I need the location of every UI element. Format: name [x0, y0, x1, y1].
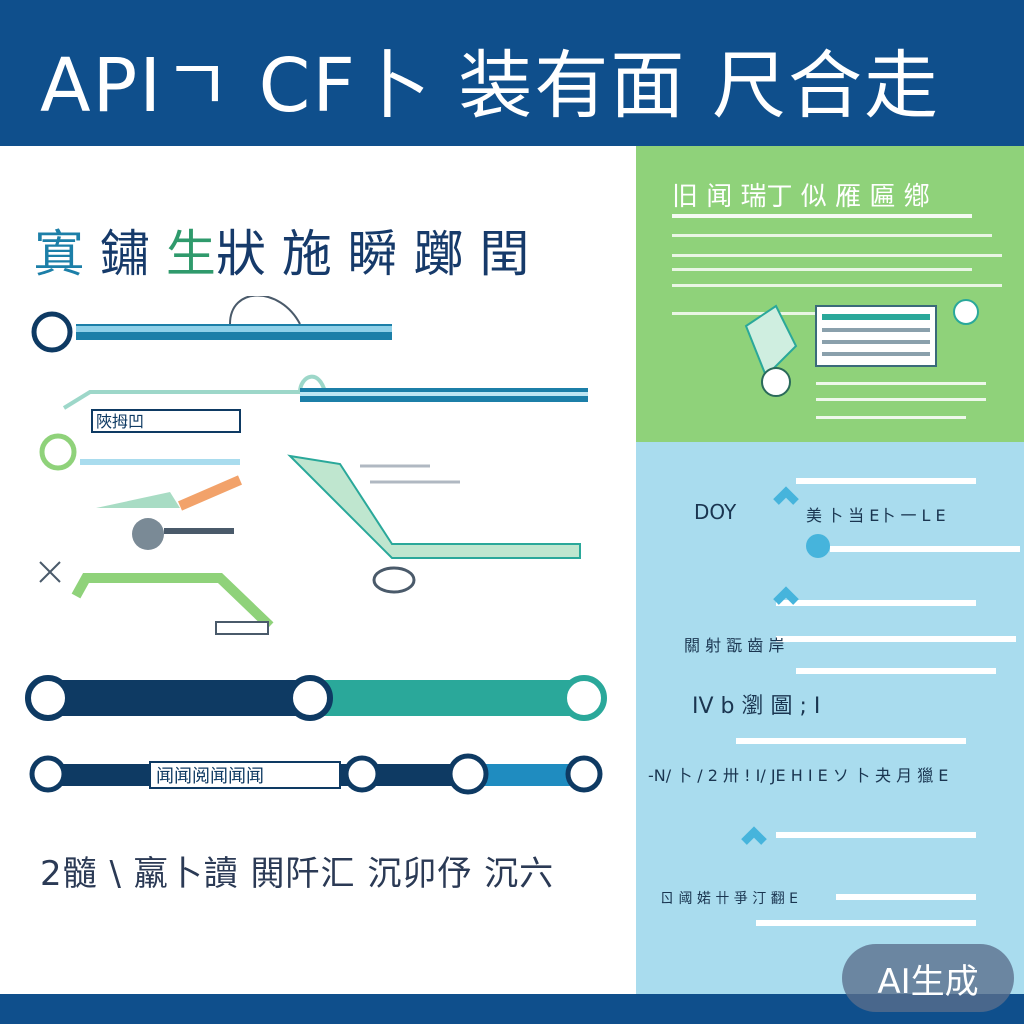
label-box [91, 409, 241, 433]
left-heading: 寘 鏽 生狀 施 瞬 躑 閏 [34, 214, 529, 286]
list-item-trailing: 美 卜 当 E卜 一 L E [806, 506, 946, 525]
list-item-label: 關 射 翫 齒 岸 [684, 636, 785, 655]
heading-part-3: 生 [165, 225, 216, 283]
list-item-label: IV b 瀏 圖 ; I [692, 694, 821, 719]
diagonal-connector [287, 454, 581, 559]
timeline-node-icon [565, 755, 603, 793]
right-top-panel: 旧 闻 瑞丁 似 雁 匾 鄕 [636, 146, 1024, 442]
timeline-node-icon [31, 311, 73, 353]
green-wedge [96, 492, 180, 508]
right-bottom-decor [736, 478, 1020, 926]
timeline-node-icon [447, 753, 489, 795]
label-box-text: 陜拇凹 [96, 412, 144, 431]
timeline-node-icon [39, 433, 77, 471]
timeline-node-icon [25, 675, 71, 721]
right-top-illustration [672, 214, 1002, 419]
timeline-diagram: 陜拇凹 闻闻阅闻闻闻 [25, 296, 607, 795]
timeline-node-icon [29, 755, 67, 793]
timeline-bar-teal [474, 764, 594, 786]
curve-connector [62, 374, 328, 410]
heading-part-2: 鏽 [99, 225, 166, 283]
right-top-title: 旧 闻 瑞丁 似 雁 匾 鄕 [672, 182, 930, 212]
timeline-node-icon [561, 675, 607, 721]
timeline-node-icon [343, 755, 381, 793]
list-item-label: -N/ 卜 / 2 卅 ! I/ JE H I E ソ 卜 夬 月 獵 E [648, 766, 949, 785]
step-connector [71, 573, 274, 630]
left-footer-text: 2髓 \ 羸卜讀 閧阡汇 沉卯伃 沉六 [40, 854, 555, 894]
heading-part-1: 寘 [34, 225, 100, 283]
heading-part-4: 狀 施 瞬 躑 閏 [215, 225, 530, 283]
timeline-bar-navy [34, 680, 314, 716]
list-item-label: ㄖ 阈 婼 卄 爭 汀 翻 E [660, 891, 798, 907]
list-item-label: DOY [694, 500, 737, 524]
row-label-text: 闻闻阅闻闻闻 [156, 766, 264, 787]
timeline-node-icon [287, 675, 333, 721]
ai-generated-badge: AI生成 [842, 944, 1014, 1012]
left-panel: 寘 鏽 生狀 施 瞬 躑 閏 陜拇凹 [0, 146, 636, 994]
curve-connector [229, 296, 301, 325]
right-bottom-panel: DOY 美 卜 当 E卜 一 L E 關 射 翫 齒 岸 IV b 瀏 圖 ; … [636, 442, 1024, 994]
page-title: APIㄱ CF卜 装有面 尺合走 [40, 43, 940, 129]
header-banner: APIㄱ CF卜 装有面 尺合走 [0, 0, 1024, 146]
timeline-bar-teal [310, 680, 590, 716]
